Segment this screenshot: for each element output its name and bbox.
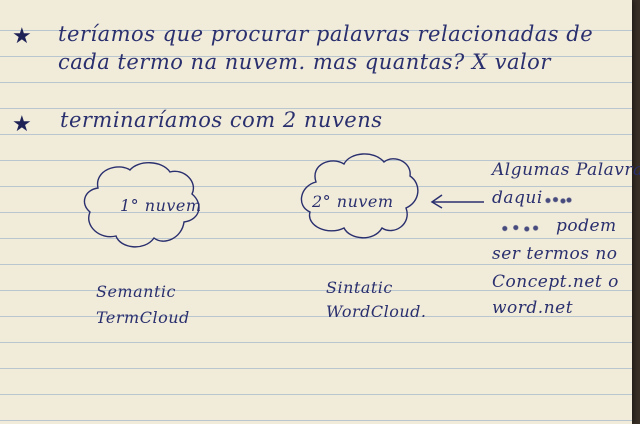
cloud-2-caption-a: Sintatic <box>326 278 393 297</box>
side-note-line-6: word.net <box>492 298 574 318</box>
side-note-line-5: Concept.net o <box>492 272 619 292</box>
note-line-2: terminaríamos com 2 nuvens <box>60 108 383 132</box>
bullet-star-1: ★ <box>12 24 33 49</box>
side-note-line-4: ser termos no <box>492 244 618 264</box>
arrow-left-icon <box>430 194 484 209</box>
note-line-1b: cada termo na nuvem. mas quantas? X valo… <box>58 50 551 74</box>
side-note-line-1: Algumas Palavras <box>492 160 640 180</box>
cloud-2-outline-icon <box>300 153 419 239</box>
cloud-1-label: 1° nuvem <box>120 196 202 215</box>
scribble-mark-2 <box>496 224 540 233</box>
side-note-line-2: daqui <box>492 188 543 208</box>
cloud-1-caption-b: TermCloud <box>96 308 190 327</box>
bullet-star-2: ★ <box>12 112 33 137</box>
cloud-1-caption-a: Semantic <box>96 282 176 301</box>
note-line-1a: teríamos que procurar palavras relaciona… <box>58 22 594 46</box>
cloud-1-outline-icon <box>83 162 200 248</box>
side-note-line-3: podem <box>556 216 617 236</box>
scribble-mark-1 <box>542 196 572 205</box>
cloud-2-label: 2° nuvem <box>312 192 394 211</box>
cloud-2-caption-b: WordCloud. <box>326 302 427 321</box>
